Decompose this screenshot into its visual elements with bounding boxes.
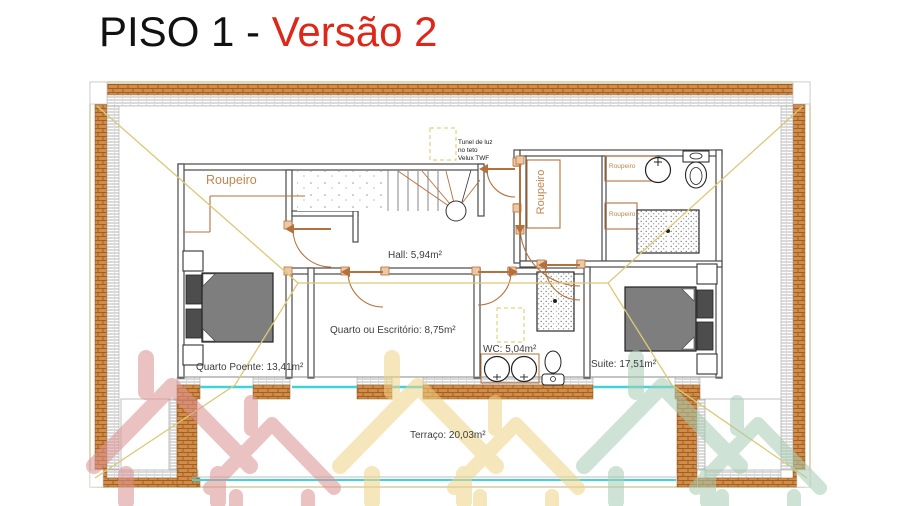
velux-note-line1: Tunel de luz [458,139,493,146]
staircase [297,169,481,222]
wardrobe-label-suite-bath-upper: Roupeiro [609,163,636,170]
room-label-quarto-poente: Quarto Poente: 13,41m² [196,362,304,373]
wc-sink-right [510,355,538,383]
velux-note: Tunel de luz no teto Velux TWF [458,139,493,163]
page-title: PISO 1 - Versão 2 [99,8,438,56]
south-facade-walls [176,376,701,400]
title-prefix: PISO 1 - [99,8,272,55]
wardrobe-label-west: Roupeiro [206,173,257,187]
velux-box-wc [496,307,525,343]
door-wc [477,267,518,306]
watermark-houses [86,350,827,506]
stair-treads [397,171,439,211]
suite-bath-sink [644,156,672,184]
room-label-suite: Suite: 17,51m² [591,359,657,370]
room-label-quarto-escritorio: Quarto ou Escritório: 8,75m² [330,325,456,336]
velux-note-line3: Velux TWF [458,155,490,162]
door-suite [538,260,581,301]
room-label-terraco: Terraço: 20,03m² [410,430,486,441]
suite-bath-toilet [682,150,710,189]
wardrobe-label-suite-bath-lower: Roupeiro [609,211,636,218]
door-quarto-escritorio [341,267,384,308]
door-stair-landing [479,164,516,198]
wc-toilet [541,350,565,386]
watermark-house-green-small [689,395,827,506]
doors [283,155,586,308]
door-suite-bath-corridor [515,164,581,287]
stair-winder-lines [397,170,481,212]
room-label-wc: WC: 5,04m² [483,344,537,355]
bed-quarto-poente [182,250,274,366]
velux-box-stair [429,127,457,161]
wc-counter [480,353,540,384]
bed-suite [624,263,718,375]
velux-note-line2: no teto [458,147,478,154]
wc-shower [536,271,575,332]
wc-sink-left [483,355,511,383]
suite-bath-shower [636,209,700,254]
velux-light-tunnels [429,127,525,343]
velux-pointer-line [461,169,472,203]
watermark-house-yellow-small [447,395,585,506]
room-label-hall: Hall: 5,94m² [388,250,442,261]
wardrobe-label-suite-bath-tall: Roupeiro [535,169,547,215]
title-version: Versão 2 [271,8,438,55]
stair-circle-marker [445,200,467,222]
watermark-house-red-small [203,395,341,506]
fixtures [480,150,710,386]
door-hall-west [285,224,332,268]
